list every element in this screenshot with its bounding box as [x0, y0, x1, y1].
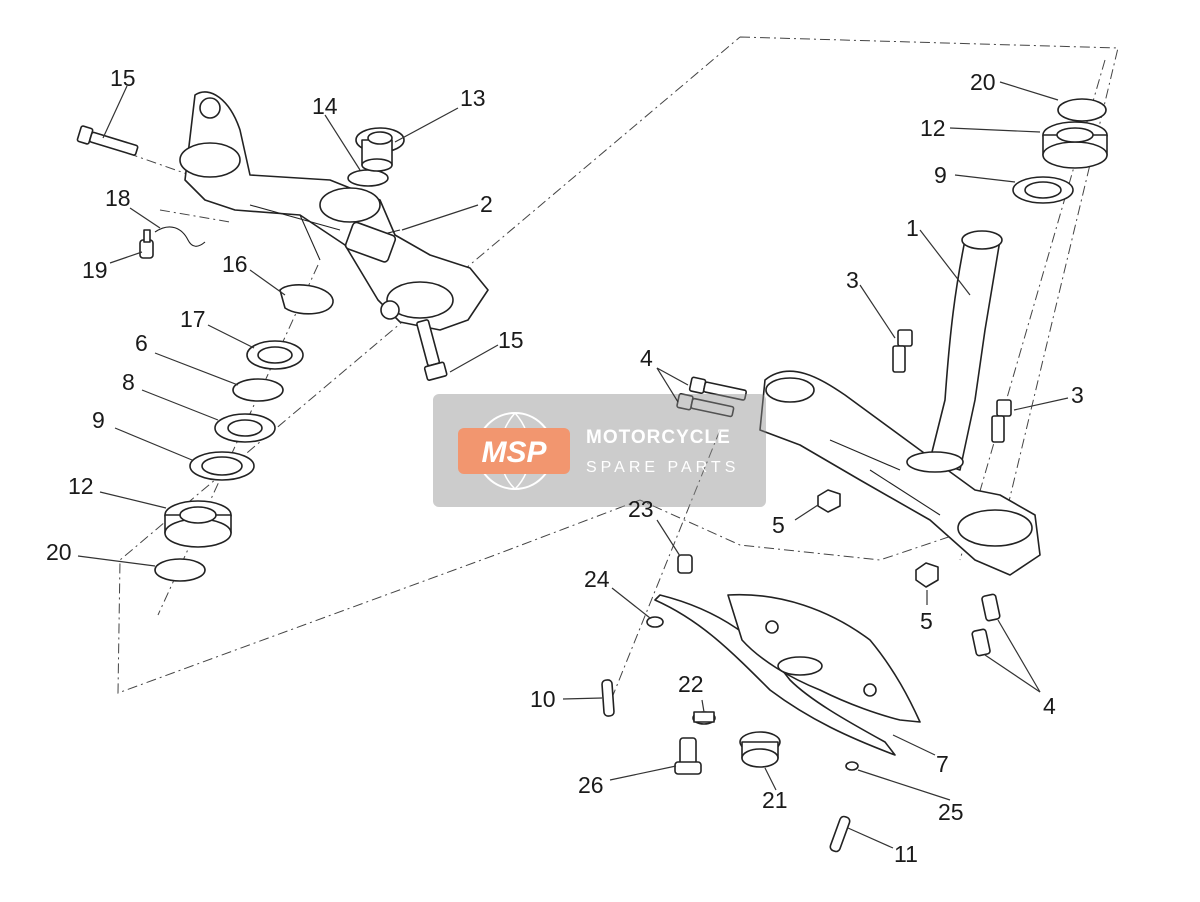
- callout-23: 23: [628, 496, 654, 522]
- callout-18: 18: [105, 185, 131, 211]
- seal-9-left: [189, 451, 255, 481]
- callout-25: 25: [938, 799, 964, 825]
- assembly-axis-bolt-left: [89, 139, 191, 176]
- ring-nut-17: [246, 340, 304, 370]
- bearing-12-left: [164, 500, 232, 548]
- callout-4-lower: 4: [1043, 693, 1056, 719]
- clip-18: [154, 226, 206, 247]
- nut-13: [355, 127, 405, 172]
- bolt-15-bottom: [416, 319, 448, 381]
- callout-9-left: 9: [92, 407, 105, 433]
- callout-1: 1: [906, 215, 919, 241]
- callout-19: 19: [82, 257, 108, 283]
- watermark-logo-badge: [458, 428, 570, 474]
- cap-21: [739, 731, 781, 768]
- bolt-15-top: [76, 125, 139, 156]
- ring-20-left: [154, 558, 206, 582]
- grommet-24: [646, 616, 664, 628]
- callout-8: 8: [122, 369, 135, 395]
- spacer-23: [677, 554, 693, 574]
- callout-12-right: 12: [920, 115, 946, 141]
- callout-15-bottom: 15: [498, 327, 524, 353]
- callout-6: 6: [135, 330, 148, 356]
- callout-16: 16: [222, 251, 248, 277]
- callout-11: 11: [894, 841, 918, 867]
- bearing-12-right: [1042, 121, 1108, 169]
- leader-lines: [77, 81, 1069, 849]
- lower-triple-clamp: [759, 230, 1041, 576]
- callout-14: 14: [312, 93, 338, 119]
- callout-3-right: 3: [1071, 382, 1084, 408]
- pin-10: [601, 679, 615, 717]
- bolt-3-upper: [892, 329, 913, 373]
- grommet-25: [845, 761, 859, 771]
- cover-8: [214, 413, 276, 443]
- watermark: MSP MOTORCYCLE SPARE PARTS: [433, 394, 766, 507]
- callout-4-upper: 4: [640, 345, 653, 371]
- assembly-axis-clip: [159, 209, 231, 223]
- ring-16: [279, 284, 334, 315]
- callout-labels: 15 14 13 18 2 19 16 17 15 6 8 9 12 20 20…: [46, 65, 1084, 867]
- nut-5-lower: [915, 562, 939, 588]
- callout-2: 2: [480, 191, 493, 217]
- callout-9-right: 9: [934, 162, 947, 188]
- callout-20-left: 20: [46, 539, 72, 565]
- callout-24: 24: [584, 566, 610, 592]
- group-boundary: [117, 36, 1119, 694]
- callout-5-lower: 5: [920, 608, 933, 634]
- shield-bracket-7: [654, 593, 921, 756]
- watermark-line2: SPARE PARTS: [586, 459, 739, 476]
- pin-11: [829, 815, 851, 853]
- assembly-axis-left: [157, 264, 319, 616]
- callout-22: 22: [678, 671, 704, 697]
- grommet-22: [692, 711, 716, 725]
- callout-7: 7: [936, 751, 949, 777]
- nut-5-upper: [817, 489, 841, 513]
- bolt-19: [139, 229, 154, 259]
- callout-13: 13: [460, 85, 486, 111]
- seal-9-right: [1012, 176, 1074, 204]
- bolt-26: [674, 737, 702, 775]
- ring-20-right: [1057, 98, 1107, 122]
- bolts-4-lower: [971, 593, 1001, 657]
- callout-10: 10: [530, 686, 556, 712]
- callout-21: 21: [762, 787, 788, 813]
- upper-triple-clamp: [179, 91, 489, 331]
- bolts-4-upper: [676, 376, 747, 418]
- watermark-logo: MSP: [481, 436, 547, 469]
- callout-17: 17: [180, 306, 206, 332]
- watermark-line1: MOTORCYCLE: [586, 427, 731, 448]
- callout-12-left: 12: [68, 473, 94, 499]
- callout-26: 26: [578, 772, 604, 798]
- ring-6: [232, 378, 284, 402]
- callout-20-right: 20: [970, 69, 996, 95]
- callout-3-upper: 3: [846, 267, 859, 293]
- callout-5-upper: 5: [772, 512, 785, 538]
- bolt-3-right: [991, 399, 1012, 443]
- washer-14: [347, 169, 389, 187]
- callout-15-top: 15: [110, 65, 136, 91]
